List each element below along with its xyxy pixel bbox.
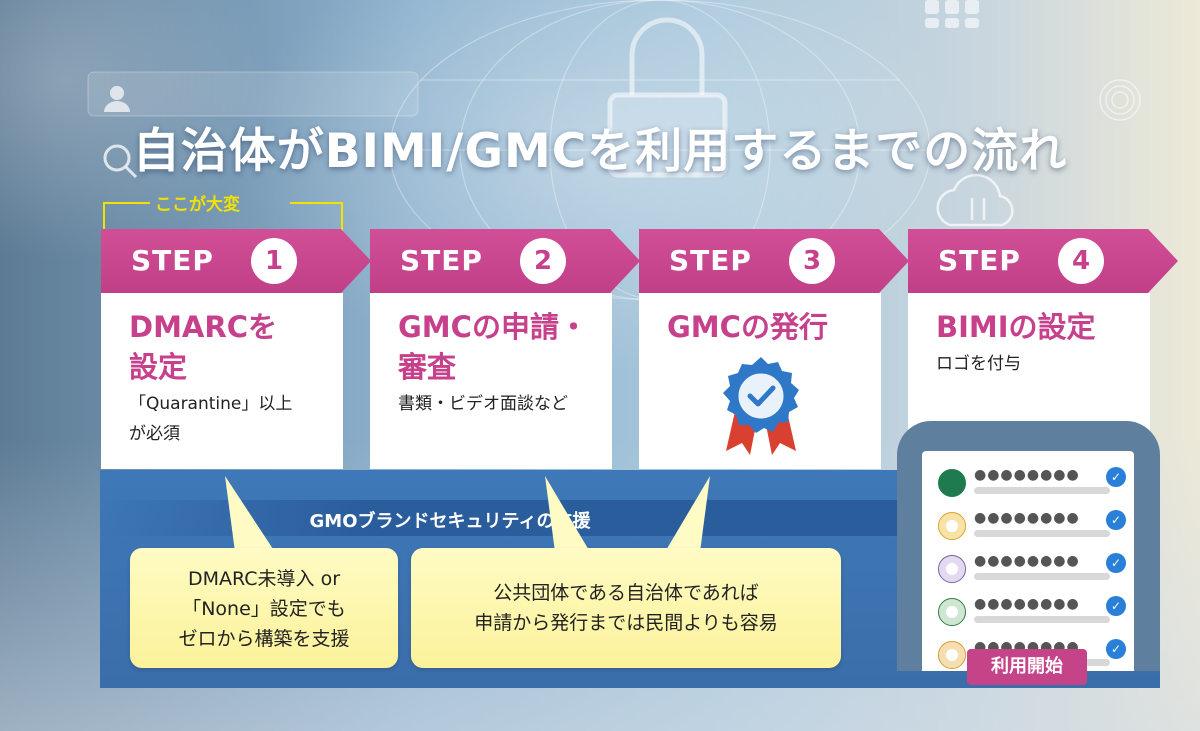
- row-sender: ●●●●●●●●: [974, 553, 1080, 569]
- step-title-line: DMARCを: [129, 310, 277, 344]
- brand-logo-icon: [938, 641, 966, 669]
- step-title: BIMIの設定: [936, 307, 1140, 347]
- step-card-3: STEP 3 GMCの発行: [639, 229, 909, 469]
- step-banner: STEP 3: [639, 229, 909, 293]
- check-icon: [747, 385, 776, 407]
- bubble-line: 申請から発行までは民間よりも容易: [474, 612, 778, 634]
- step-word: STEP: [669, 244, 752, 277]
- verified-check-icon: ✓: [1106, 467, 1126, 487]
- row-preview-bar: [974, 616, 1110, 623]
- row-preview-bar: [974, 487, 1110, 494]
- support-bubble-1: DMARC未導入 or 「None」設定でも ゼロから構築を支援: [130, 548, 398, 668]
- fingerprint-icon: [1099, 79, 1141, 121]
- step-title: DMARCを 設定: [129, 307, 333, 387]
- bubble-line: 「None」設定でも: [182, 598, 346, 620]
- row-preview-bar: [974, 530, 1110, 537]
- verified-check-icon: ✓: [1106, 596, 1126, 616]
- highlight-label: ここが大変: [155, 195, 240, 215]
- step-description: 書類・ビデオ面談など: [398, 389, 602, 419]
- page-title: 自治体がBIMI/GMCを利用するまでの流れ: [132, 124, 1068, 179]
- step-title: GMCの発行: [667, 307, 871, 347]
- bubble-line: 公共団体である自治体であれば: [493, 582, 759, 604]
- lock-icon: [607, 17, 728, 178]
- verified-check-icon: ✓: [1106, 553, 1126, 573]
- step-description: 「Quarantine」以上 が必須: [129, 389, 333, 449]
- brand-logo-icon: [938, 469, 966, 497]
- step-number: 1: [251, 238, 297, 284]
- search-icon: [103, 144, 138, 179]
- step-card-2: STEP 2 GMCの申請・ 審査 書類・ビデオ面談など: [370, 229, 640, 469]
- step-banner: STEP 2: [370, 229, 640, 293]
- step-title-line: GMCの申請・: [398, 310, 588, 344]
- step-title: GMCの申請・ 審査: [398, 307, 602, 387]
- search-bar: [87, 71, 419, 117]
- step-desc-line: が必須: [129, 424, 180, 444]
- row-preview-bar: [974, 573, 1110, 580]
- brand-logo-icon: [938, 512, 966, 540]
- step-banner: STEP 1: [101, 229, 371, 293]
- step-body: GMCの発行: [639, 293, 881, 469]
- inbox-row: ●●●●●●●● ✓: [922, 463, 1134, 503]
- phone-screen: ●●●●●●●● ✓ ●●●●●●●● ✓ ●●●●●●●● ✓ ●●●●●●●…: [922, 451, 1134, 671]
- step-number: 4: [1058, 238, 1104, 284]
- step-body: DMARCを 設定 「Quarantine」以上 が必須: [101, 293, 343, 469]
- support-bubble-2: 公共団体である自治体であれば 申請から発行までは民間よりも容易: [411, 548, 841, 668]
- step-title-line: BIMIの設定: [936, 310, 1096, 344]
- brand-logo-icon: [938, 598, 966, 626]
- people-icon: [925, 0, 979, 28]
- row-sender: ●●●●●●●●: [974, 510, 1080, 526]
- step-word: STEP: [131, 244, 214, 277]
- verified-check-icon: ✓: [1106, 510, 1126, 530]
- inbox-row: ●●●●●●●● ✓: [922, 506, 1134, 546]
- step-title-line: GMCの発行: [667, 310, 828, 344]
- step-title-line: 設定: [129, 350, 188, 384]
- inbox-row: ●●●●●●●● ✓: [922, 592, 1134, 632]
- verified-check-icon: ✓: [1106, 639, 1126, 659]
- user-icon: [104, 86, 130, 112]
- start-usage-badge: 利用開始: [967, 649, 1087, 685]
- step-desc-line: 書類・ビデオ面談など: [398, 394, 568, 414]
- step-number: 2: [520, 238, 566, 284]
- step-banner: STEP 4: [908, 229, 1178, 293]
- phone-mockup: ●●●●●●●● ✓ ●●●●●●●● ✓ ●●●●●●●● ✓ ●●●●●●●…: [897, 421, 1160, 671]
- step-title-line: 審査: [398, 350, 457, 384]
- bubble-line: DMARC未導入 or: [187, 568, 341, 590]
- brand-logo-icon: [938, 555, 966, 583]
- cloud-sync-icon: [936, 173, 1014, 227]
- step-number: 3: [789, 238, 835, 284]
- bubble-line: ゼロから構築を支援: [178, 628, 350, 650]
- step-body: GMCの申請・ 審査 書類・ビデオ面談など: [370, 293, 612, 469]
- certified-badge-icon: [723, 357, 799, 455]
- row-sender: ●●●●●●●●: [974, 596, 1080, 612]
- step-word: STEP: [400, 244, 483, 277]
- row-sender: ●●●●●●●●: [974, 467, 1080, 483]
- step-word: STEP: [938, 244, 1021, 277]
- step-desc-line: 「Quarantine」以上: [129, 394, 293, 414]
- step-description: ロゴを付与: [936, 349, 1140, 379]
- step-card-1: STEP 1 DMARCを 設定 「Quarantine」以上 が必須: [101, 229, 371, 469]
- step-desc-line: ロゴを付与: [936, 354, 1021, 374]
- support-panel-title: GMOブランドセキュリティの支援: [309, 511, 591, 532]
- inbox-row: ●●●●●●●● ✓: [922, 549, 1134, 589]
